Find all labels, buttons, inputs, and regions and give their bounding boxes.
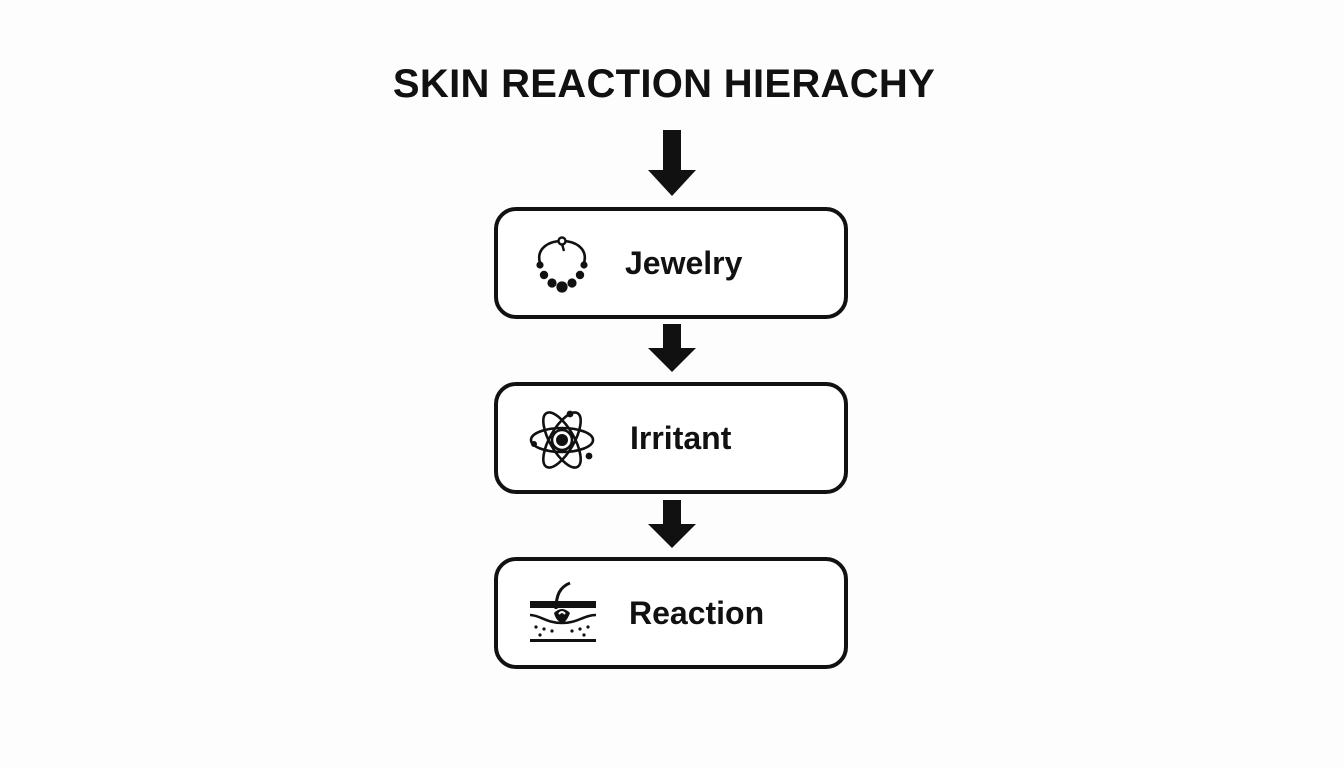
diagram-title: SKIN REACTION HIERACHY [392, 62, 936, 106]
node-irritant: Irritant [494, 382, 848, 494]
arrow-down-irritant-to-reaction [648, 500, 696, 548]
node-jewelry: Jewelry [494, 207, 848, 319]
node-label-reaction: Reaction [629, 595, 765, 631]
necklace-icon [536, 236, 588, 293]
node-reaction: Reaction [494, 557, 848, 669]
atom-icon [529, 410, 595, 469]
node-label-jewelry: Jewelry [625, 245, 743, 281]
skin-layer-icon [529, 581, 597, 642]
arrow-down-title-to-jewelry [648, 130, 696, 196]
arrow-down-jewelry-to-irritant [648, 324, 696, 372]
node-label-irritant: Irritant [630, 420, 732, 456]
